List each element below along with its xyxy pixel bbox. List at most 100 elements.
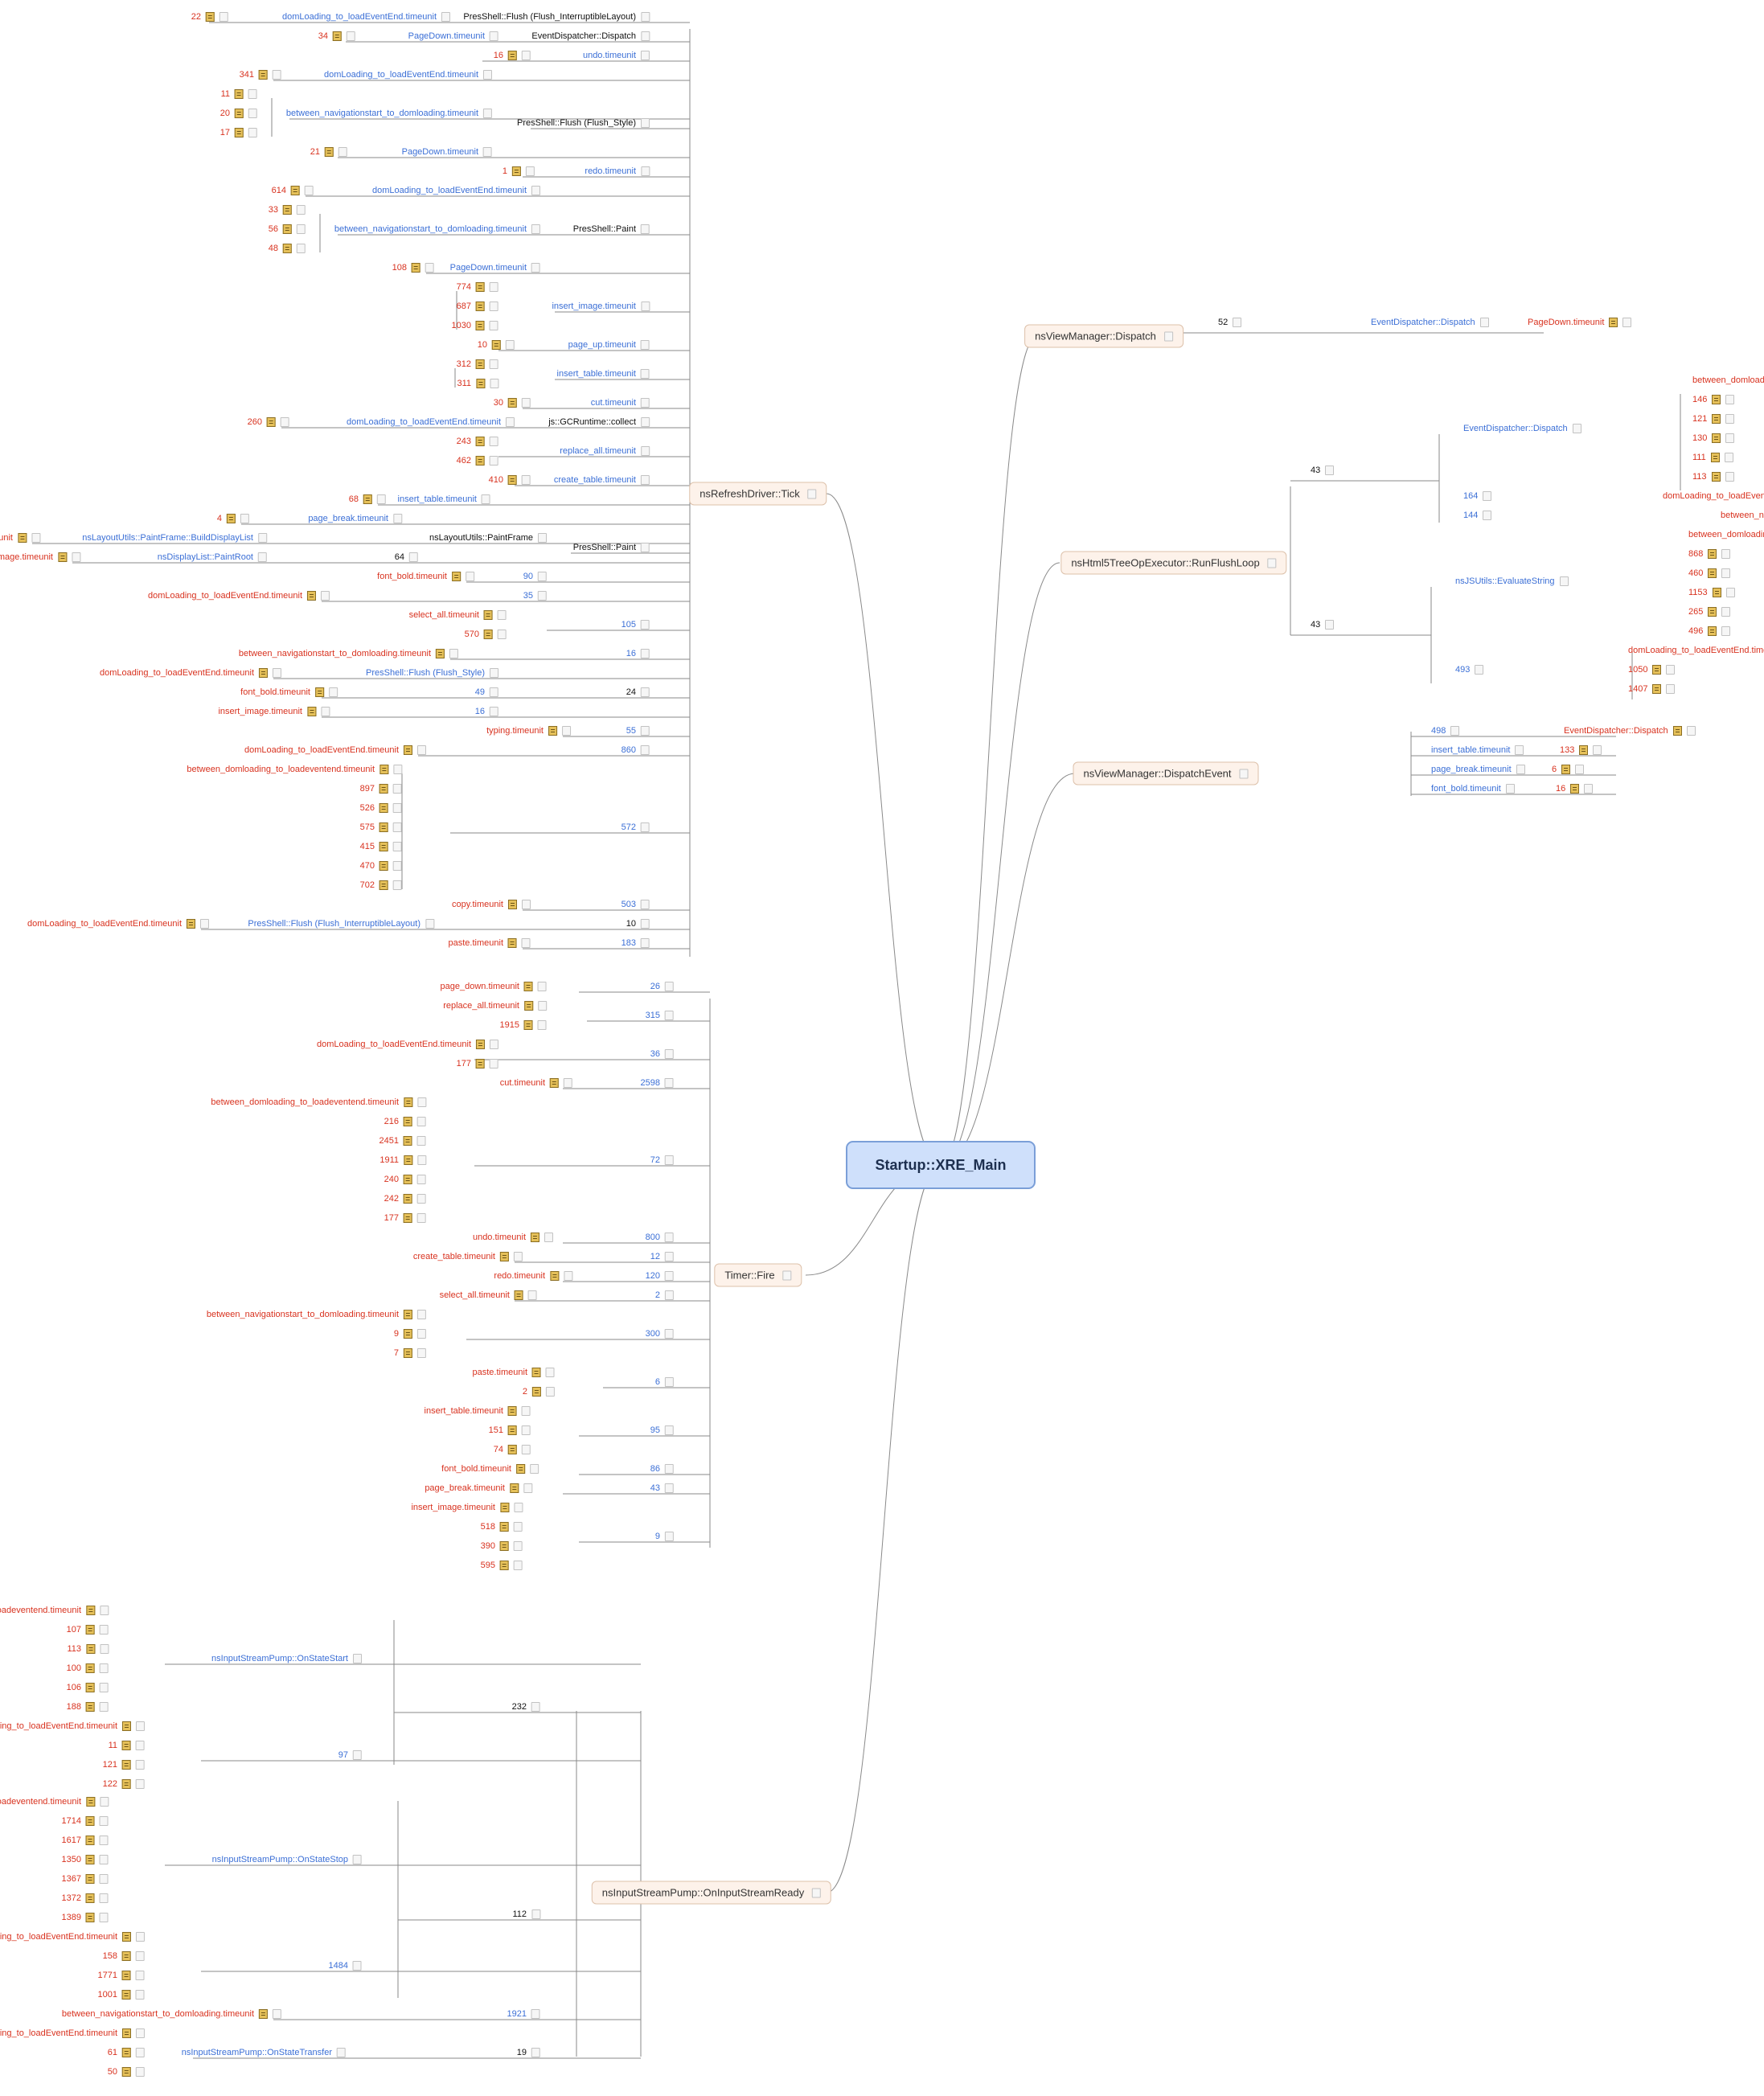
document-icon[interactable] — [1724, 453, 1733, 462]
note-icon[interactable] — [86, 1874, 95, 1884]
document-icon[interactable] — [514, 1522, 523, 1532]
document-icon[interactable] — [248, 128, 257, 137]
note-icon[interactable] — [476, 359, 485, 369]
function-node[interactable]: 232 — [512, 1701, 540, 1712]
note-icon[interactable] — [86, 1893, 95, 1903]
value-node[interactable]: select_all.timeunit — [440, 1290, 537, 1301]
value-node[interactable]: undo.timeunit — [473, 1232, 553, 1243]
note-icon[interactable] — [508, 475, 517, 485]
metric-node[interactable]: 860 — [622, 744, 650, 756]
note-icon[interactable] — [1708, 549, 1717, 559]
document-icon[interactable] — [1725, 472, 1734, 482]
note-icon[interactable] — [1712, 433, 1721, 443]
metric-node[interactable]: 800 — [646, 1232, 674, 1243]
value-node[interactable]: 10 — [478, 339, 515, 351]
value-node[interactable]: 410 — [489, 474, 531, 486]
document-icon[interactable] — [417, 1194, 426, 1204]
note-icon[interactable] — [512, 166, 521, 176]
value-node[interactable]: 177 — [384, 1212, 426, 1224]
note-icon[interactable] — [379, 822, 388, 832]
metric-node[interactable]: PresShell::Flush (Flush_Style) — [366, 667, 498, 679]
document-icon[interactable] — [665, 1049, 674, 1059]
document-icon[interactable] — [321, 707, 330, 716]
metric-node[interactable]: 503 — [622, 899, 650, 910]
document-icon[interactable] — [240, 514, 249, 523]
document-icon[interactable] — [490, 437, 498, 446]
document-icon[interactable] — [528, 1290, 537, 1300]
note-icon[interactable] — [508, 1406, 517, 1416]
document-icon[interactable] — [1725, 395, 1735, 404]
metric-node[interactable]: 183 — [622, 937, 650, 949]
function-node[interactable]: PresShell::Flush (Flush_InterruptibleLay… — [463, 11, 650, 23]
value-node[interactable]: 243 — [457, 436, 498, 447]
metric-node[interactable]: 315 — [646, 1010, 674, 1021]
note-icon[interactable] — [1712, 414, 1721, 424]
value-node[interactable]: 106 — [67, 1682, 109, 1693]
note-icon[interactable] — [524, 1020, 533, 1030]
value-node[interactable]: insert_image.timeunit — [411, 1502, 523, 1513]
note-icon[interactable] — [86, 1683, 95, 1692]
document-icon[interactable] — [1559, 576, 1569, 586]
document-icon[interactable] — [1325, 466, 1335, 475]
function-node[interactable]: 112 — [512, 1909, 540, 1920]
value-node[interactable]: between_navigationstart_to_domloading.ti… — [62, 2008, 281, 2020]
document-icon[interactable] — [417, 1175, 426, 1184]
document-icon[interactable] — [498, 610, 507, 620]
central-topic[interactable]: Startup::XRE_Main — [846, 1141, 1036, 1189]
document-icon[interactable] — [490, 1059, 498, 1069]
note-icon[interactable] — [508, 51, 517, 60]
note-icon[interactable] — [492, 340, 501, 350]
note-icon[interactable] — [508, 1425, 517, 1435]
branch-topic[interactable]: nsRefreshDriver::Tick — [689, 482, 827, 506]
value-node[interactable]: 7 — [394, 1347, 426, 1359]
metric-node[interactable]: 105 — [622, 619, 650, 630]
document-icon[interactable] — [136, 2048, 145, 2057]
note-icon[interactable] — [333, 31, 342, 41]
branch-topic[interactable]: nsViewManager::Dispatch — [1024, 324, 1184, 348]
value-node[interactable]: domLoading_to_loadEventEnd.timeunit — [0, 2028, 145, 2039]
document-icon[interactable] — [522, 51, 531, 60]
note-icon[interactable] — [122, 2048, 131, 2057]
value-node[interactable]: 16 — [494, 50, 531, 61]
value-node[interactable]: copy.timeunit — [452, 899, 531, 910]
metric-node[interactable]: nsInputStreamPump::OnStateStop — [212, 1854, 362, 1865]
metric-node[interactable]: PresShell::Flush (Flush_InterruptibleLay… — [248, 918, 434, 929]
document-icon[interactable] — [538, 1001, 547, 1011]
document-icon[interactable] — [417, 1136, 426, 1146]
note-icon[interactable] — [86, 1606, 95, 1615]
document-icon[interactable] — [1325, 620, 1335, 630]
value-node[interactable]: 1714 — [62, 1815, 109, 1827]
document-icon[interactable] — [490, 282, 498, 292]
metric-node[interactable]: between_navigationstart_to_domloading.ti… — [286, 108, 492, 119]
document-icon[interactable] — [1239, 769, 1249, 778]
document-icon[interactable] — [136, 2028, 145, 2038]
note-icon[interactable] — [86, 1797, 95, 1807]
value-node[interactable]: 595 — [481, 1560, 523, 1571]
metric-node[interactable]: cut.timeunit — [591, 397, 650, 408]
value-node[interactable]: font_bold.timeunit — [240, 687, 338, 698]
note-icon[interactable] — [508, 938, 517, 948]
metric-node[interactable]: 1484 — [329, 1960, 362, 1971]
document-icon[interactable] — [546, 1368, 555, 1377]
document-icon[interactable] — [665, 1532, 674, 1541]
value-node[interactable]: between_domloading_to_loadeventend.timeu… — [1688, 529, 1764, 540]
document-icon[interactable] — [1475, 665, 1484, 675]
document-icon[interactable] — [100, 1893, 109, 1903]
document-icon[interactable] — [506, 417, 515, 427]
value-node[interactable]: 462 — [457, 455, 498, 466]
metric-node[interactable]: 300 — [646, 1328, 674, 1339]
value-node[interactable]: 470 — [360, 860, 402, 872]
document-icon[interactable] — [417, 1155, 426, 1165]
value-node[interactable]: 897 — [360, 783, 402, 794]
value-node[interactable]: 20 — [220, 108, 257, 119]
value-node[interactable]: 614 — [272, 185, 314, 196]
document-icon[interactable] — [522, 475, 531, 485]
function-node[interactable]: nsLayoutUtils::PaintFrame — [429, 532, 547, 543]
value-node[interactable]: 265 — [1688, 606, 1731, 617]
value-node[interactable]: 1372 — [62, 1893, 109, 1904]
value-node[interactable]: 260 — [248, 416, 289, 428]
metric-node[interactable]: nsJSUtils::EvaluateString — [1455, 576, 1569, 587]
value-node[interactable]: 17 — [220, 127, 257, 138]
value-node[interactable]: 122 — [103, 1778, 145, 1790]
value-node[interactable]: 33 — [269, 204, 306, 215]
